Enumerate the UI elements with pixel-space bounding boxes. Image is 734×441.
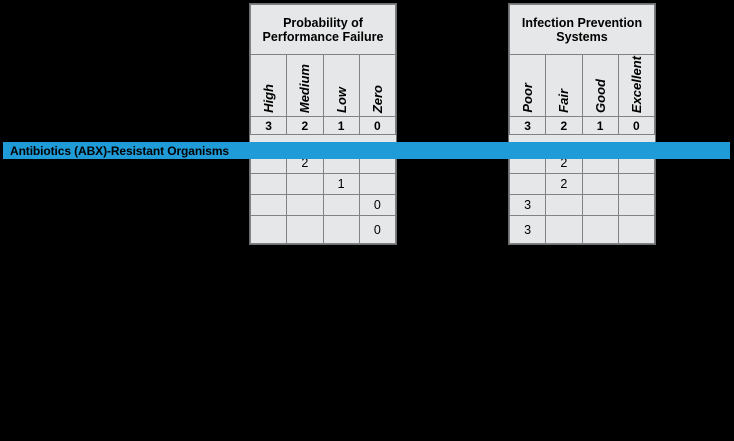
data-cell[interactable]: 1: [322, 173, 360, 195]
column-score-zero: 0: [358, 116, 397, 135]
data-cell[interactable]: 3: [508, 215, 547, 244]
column-score-good: 1: [581, 116, 619, 135]
data-cell[interactable]: [617, 173, 656, 195]
column-score-excellent: 0: [617, 116, 656, 135]
matrix-probability-of-performance-failure: Probability of Performance Failure High …: [249, 3, 397, 245]
matrix-title: Infection Prevention Systems: [509, 4, 655, 55]
table-row[interactable]: 0: [249, 215, 397, 244]
matrix-title-row: Probability of Performance Failure: [250, 4, 396, 55]
data-cell[interactable]: [545, 215, 583, 244]
table-row[interactable]: 3: [508, 215, 656, 244]
table-row[interactable]: 2: [508, 173, 656, 195]
data-cell[interactable]: [581, 215, 619, 244]
matrix-infection-prevention-systems: Infection Prevention Systems Poor Fair G…: [508, 3, 656, 245]
matrix-title-row: Infection Prevention Systems: [509, 4, 655, 55]
data-cell[interactable]: 3: [508, 194, 547, 216]
column-score-fair: 2: [545, 116, 583, 135]
data-cell[interactable]: [249, 173, 288, 195]
column-header-cell: Medium: [286, 54, 324, 117]
data-cell[interactable]: 2: [545, 173, 583, 195]
matrix-title: Probability of Performance Failure: [250, 4, 396, 55]
column-header-cell: Excellent: [617, 54, 656, 117]
column-label-good: Good: [592, 79, 608, 113]
column-label-low: Low: [333, 87, 349, 113]
column-label-medium: Medium: [297, 63, 313, 113]
table-row[interactable]: 1: [249, 173, 397, 195]
column-label-poor: Poor: [520, 83, 536, 113]
column-label-excellent: Excellent: [628, 55, 644, 113]
matrix-table: Infection Prevention Systems Poor Fair G…: [508, 4, 656, 244]
data-cell[interactable]: [581, 173, 619, 195]
column-header-cell: Fair: [545, 54, 583, 117]
data-cell[interactable]: [508, 173, 547, 195]
data-cell[interactable]: [322, 194, 360, 216]
data-cell[interactable]: [286, 173, 324, 195]
matrix-score-row: 3 2 1 0: [249, 116, 397, 135]
column-header-cell: Poor: [508, 54, 547, 117]
column-score-high: 3: [249, 116, 288, 135]
matrix-label-row: Poor Fair Good Excellent: [508, 54, 656, 117]
matrix-label-row: High Medium Low Zero: [249, 54, 397, 117]
matrix-score-row: 3 2 1 0: [508, 116, 656, 135]
data-cell[interactable]: [286, 194, 324, 216]
data-cell[interactable]: [249, 215, 288, 244]
column-header-cell: Good: [581, 54, 619, 117]
column-label-fair: Fair: [556, 89, 572, 113]
data-cell[interactable]: 0: [358, 215, 397, 244]
column-label-zero: Zero: [369, 84, 385, 113]
data-cell[interactable]: [322, 215, 360, 244]
column-header-cell: Zero: [358, 54, 397, 117]
data-cell[interactable]: [617, 194, 656, 216]
category-banner-label: Antibiotics (ABX)-Resistant Organisms: [10, 143, 229, 158]
data-cell[interactable]: [249, 194, 288, 216]
category-banner[interactable]: Antibiotics (ABX)-Resistant Organisms: [3, 142, 730, 159]
column-score-low: 1: [322, 116, 360, 135]
matrix-table: Probability of Performance Failure High …: [249, 4, 397, 244]
column-score-poor: 3: [508, 116, 547, 135]
data-cell[interactable]: [545, 194, 583, 216]
data-cell[interactable]: [286, 215, 324, 244]
data-cell[interactable]: 0: [358, 194, 397, 216]
data-cell[interactable]: [617, 215, 656, 244]
column-score-medium: 2: [286, 116, 324, 135]
column-label-high: High: [261, 84, 277, 113]
column-header-cell: Low: [322, 54, 360, 117]
column-header-cell: High: [249, 54, 288, 117]
table-row[interactable]: 0: [249, 194, 397, 216]
data-cell[interactable]: [581, 194, 619, 216]
table-row[interactable]: 3: [508, 194, 656, 216]
data-cell[interactable]: [358, 173, 397, 195]
